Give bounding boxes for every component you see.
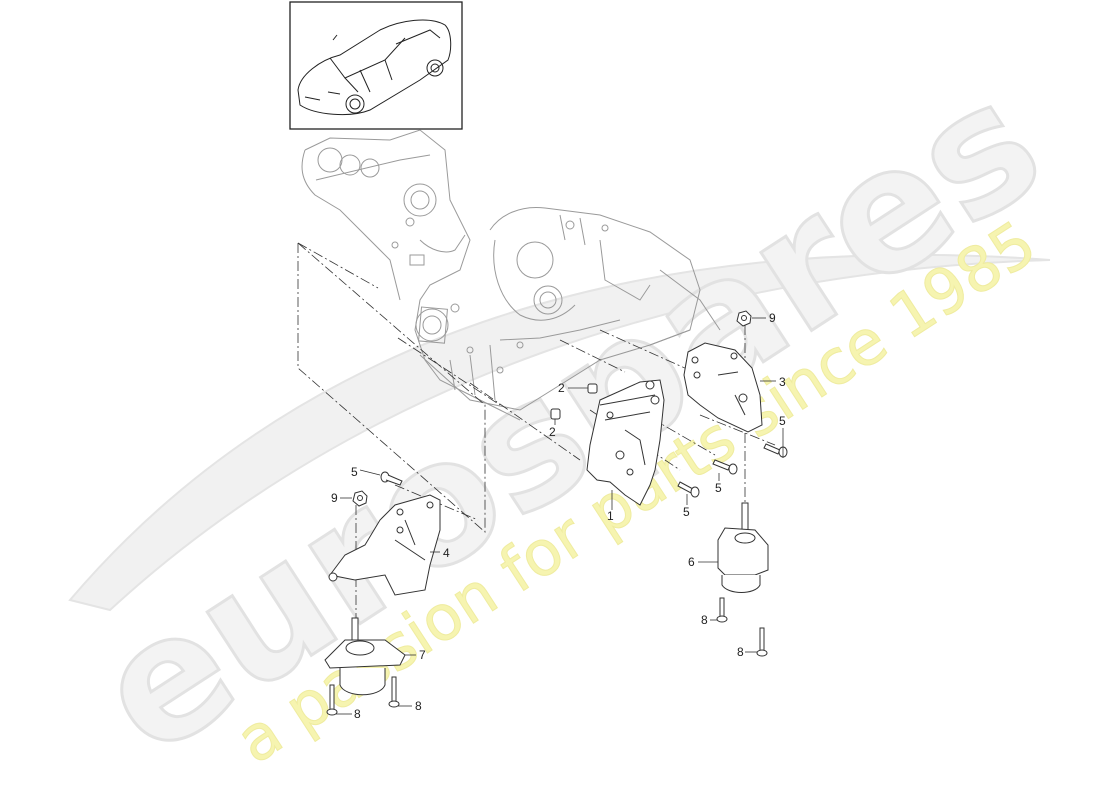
callout-part-5-right[interactable]: 5 bbox=[779, 414, 786, 428]
part-4-left-bracket[interactable] bbox=[328, 494, 441, 596]
callout-part-8-4[interactable]: 8 bbox=[737, 645, 744, 659]
callout-part-1[interactable]: 1 bbox=[607, 509, 614, 523]
part-5-bolt-left[interactable] bbox=[380, 471, 403, 486]
callout-part-4[interactable]: 4 bbox=[443, 546, 450, 560]
part-5-bolt-center-1[interactable] bbox=[677, 481, 700, 498]
engine-block-illustration bbox=[301, 129, 721, 421]
part-5-bolt-right[interactable] bbox=[763, 443, 788, 458]
part-3-right-bracket[interactable] bbox=[683, 342, 763, 433]
callout-part-2-lower[interactable]: 2 bbox=[549, 425, 556, 439]
part-2-dowel-lower[interactable] bbox=[550, 408, 561, 420]
callout-part-6[interactable]: 6 bbox=[688, 555, 695, 569]
car-icon bbox=[297, 19, 452, 115]
part-8-bolt-4[interactable] bbox=[756, 627, 768, 657]
part-5-bolt-center-2[interactable] bbox=[712, 459, 738, 475]
part-1-engine-bracket[interactable] bbox=[586, 379, 665, 506]
watermark-brand: eurospares bbox=[64, 43, 1073, 794]
vehicle-thumbnail[interactable] bbox=[289, 1, 463, 130]
callout-part-5-left[interactable]: 5 bbox=[351, 465, 358, 479]
callout-part-3[interactable]: 3 bbox=[779, 375, 786, 389]
watermark: eurospares a passion for parts since 198… bbox=[63, 41, 1075, 795]
callout-part-5-center-1[interactable]: 5 bbox=[683, 505, 690, 519]
callout-leader-lines bbox=[336, 317, 784, 715]
part-9-nut-right[interactable] bbox=[736, 310, 752, 327]
part-8-bolt-3[interactable] bbox=[716, 597, 728, 623]
part-6-right-engine-mount[interactable] bbox=[717, 502, 769, 593]
watermark-swoosh bbox=[68, 253, 1051, 612]
callout-part-8-3[interactable]: 8 bbox=[701, 613, 708, 627]
callout-part-9-left[interactable]: 9 bbox=[331, 491, 338, 505]
callout-part-5-center-2[interactable]: 5 bbox=[715, 481, 722, 495]
callout-part-8-2[interactable]: 8 bbox=[415, 699, 422, 713]
callout-part-9-right[interactable]: 9 bbox=[769, 311, 776, 325]
part-2-dowel-upper[interactable] bbox=[587, 383, 598, 394]
part-7-left-engine-mount[interactable] bbox=[324, 617, 406, 696]
part-8-bolt-1[interactable] bbox=[326, 684, 338, 716]
callout-part-8-1[interactable]: 8 bbox=[354, 707, 361, 721]
part-8-bolt-2[interactable] bbox=[388, 676, 400, 708]
part-9-nut-left[interactable] bbox=[352, 490, 368, 507]
callout-part-2-upper[interactable]: 2 bbox=[558, 381, 565, 395]
callout-part-7[interactable]: 7 bbox=[419, 648, 426, 662]
